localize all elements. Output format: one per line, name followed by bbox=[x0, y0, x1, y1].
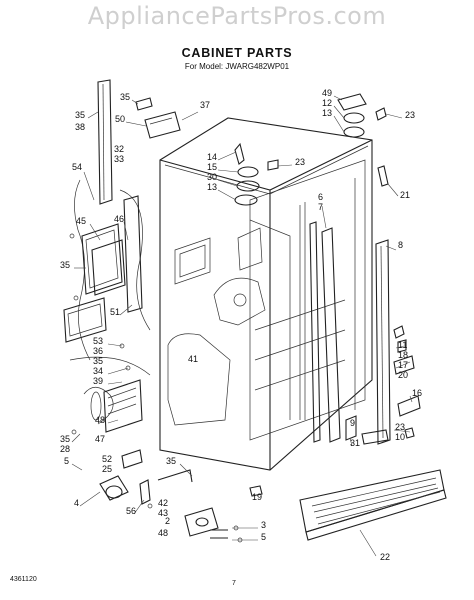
callout-c45: 45 bbox=[76, 216, 86, 226]
callout-c13b: 13 bbox=[322, 108, 332, 118]
page-number: 7 bbox=[232, 580, 236, 587]
callout-c35c: 35 bbox=[93, 356, 103, 366]
callout-c25: 25 bbox=[102, 464, 112, 474]
callout-c50: 50 bbox=[115, 114, 125, 124]
callout-c51: 51 bbox=[110, 307, 120, 317]
callout-c48a: 48 bbox=[95, 415, 105, 425]
callout-c15: 15 bbox=[207, 162, 217, 172]
callout-c17: 17 bbox=[398, 360, 408, 370]
callout-c23b: 23 bbox=[405, 110, 415, 120]
diagram-title: CABINET PARTS bbox=[181, 46, 293, 60]
left-channel-parts bbox=[63, 79, 151, 433]
model-number: For Model: JWARG482WP01 bbox=[184, 62, 290, 71]
callout-c23a: 23 bbox=[295, 157, 305, 167]
callout-c43: 43 bbox=[158, 508, 168, 518]
callout-c33: 33 bbox=[114, 154, 124, 164]
cabinet-body bbox=[159, 117, 373, 471]
callout-c20: 20 bbox=[398, 370, 408, 380]
callout-c6: 6 bbox=[318, 192, 323, 202]
callout-c14: 14 bbox=[207, 152, 217, 162]
callout-c54: 54 bbox=[72, 162, 82, 172]
callout-c41: 41 bbox=[188, 354, 198, 364]
callout-c39: 39 bbox=[93, 376, 103, 386]
callout-c42: 42 bbox=[158, 498, 168, 508]
callout-c52: 52 bbox=[102, 454, 112, 464]
callout-c2: 2 bbox=[165, 516, 170, 526]
callout-c16: 16 bbox=[412, 388, 422, 398]
callout-c47: 47 bbox=[95, 434, 105, 444]
bottom-hardware bbox=[99, 449, 263, 539]
callout-c13a: 13 bbox=[207, 182, 217, 192]
callout-c22: 22 bbox=[380, 552, 390, 562]
callout-c10: 10 bbox=[395, 432, 405, 442]
callout-c5a: 5 bbox=[64, 456, 69, 466]
callout-c46: 46 bbox=[114, 214, 124, 224]
callout-c35b: 35 bbox=[60, 260, 70, 270]
screws bbox=[69, 233, 243, 543]
callout-c3: 3 bbox=[261, 520, 266, 530]
callout-c49: 49 bbox=[322, 88, 332, 98]
door-trim-strips bbox=[309, 221, 391, 445]
callout-c34: 34 bbox=[93, 366, 103, 376]
callout-c11: 11 bbox=[398, 340, 407, 350]
callout-c23c: 23 bbox=[395, 422, 405, 432]
callout-c35d: 35 bbox=[60, 434, 70, 444]
callout-c32: 32 bbox=[114, 144, 124, 154]
callout-c38: 38 bbox=[75, 122, 85, 132]
callout-c19: 19 bbox=[252, 492, 262, 502]
callout-c53: 53 bbox=[93, 336, 103, 346]
callout-c5b: 5 bbox=[261, 532, 266, 542]
callout-c30: 30 bbox=[207, 172, 217, 182]
watermark: AppliancePartsPros.com bbox=[87, 2, 387, 30]
callout-c35f: 35 bbox=[120, 92, 130, 102]
callout-c4: 4 bbox=[74, 498, 79, 508]
callout-c35a: 35 bbox=[75, 110, 85, 120]
callout-c56: 56 bbox=[126, 506, 136, 516]
callout-c12: 12 bbox=[322, 98, 332, 108]
toe-grille bbox=[299, 469, 447, 541]
right-hardware bbox=[345, 325, 421, 445]
callout-c9: 9 bbox=[350, 418, 355, 428]
callout-c8: 8 bbox=[398, 240, 403, 250]
callout-c7: 7 bbox=[318, 202, 323, 212]
callout-c35e: 35 bbox=[166, 456, 176, 466]
callout-c37: 37 bbox=[200, 100, 210, 110]
callout-c36: 36 bbox=[93, 346, 103, 356]
callout-c48b: 48 bbox=[158, 528, 168, 538]
leader-lines bbox=[71, 95, 413, 557]
callout-c31: 31 bbox=[350, 438, 360, 448]
top-brackets bbox=[135, 93, 389, 206]
callout-c21: 21 bbox=[400, 190, 410, 200]
callout-c28: 28 bbox=[60, 444, 70, 454]
callout-c18: 18 bbox=[398, 350, 408, 360]
footer-code: 4361120 bbox=[10, 576, 37, 583]
